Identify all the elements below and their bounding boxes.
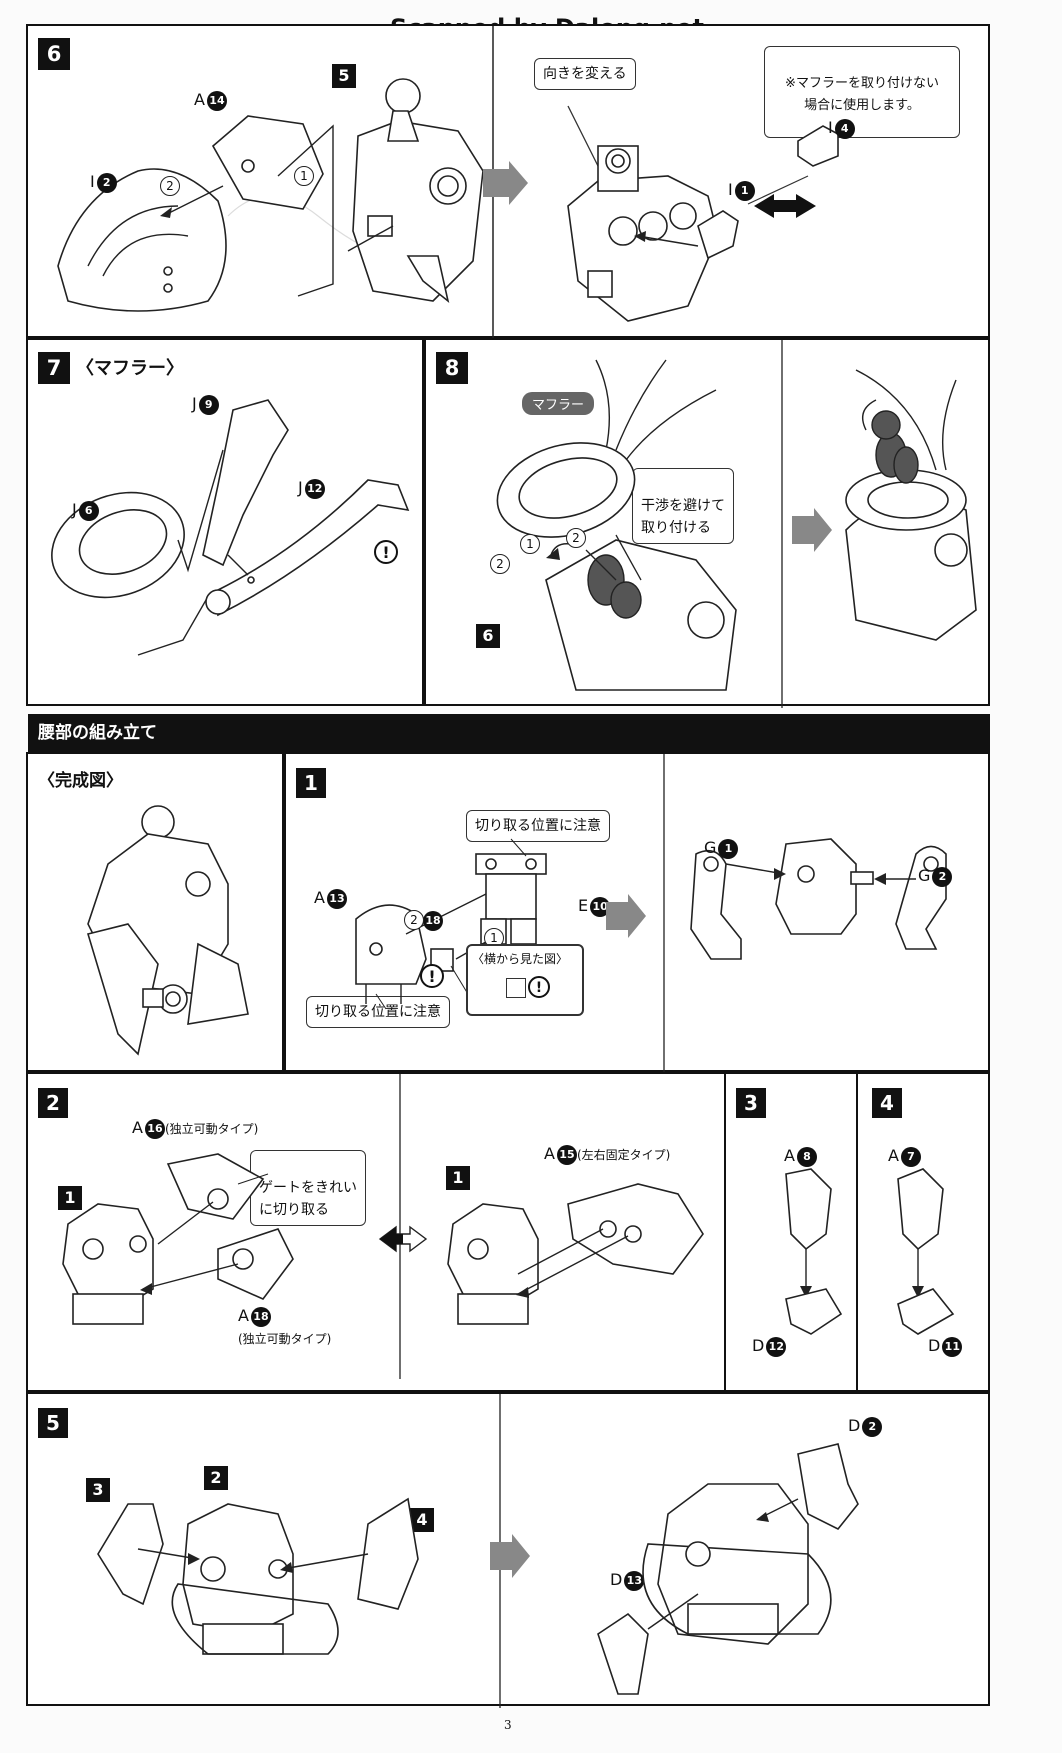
sequence-marker: 2 (566, 528, 586, 548)
swap-arrow-icon (378, 1225, 428, 1253)
step-number: 2 (38, 1088, 68, 1118)
waist-step1-divider (663, 754, 665, 1074)
step8-install-illustration (496, 359, 737, 691)
callout-cut-position-top: 切り取る位置に注意 (466, 810, 610, 842)
sequence-marker: 1 (484, 928, 504, 948)
step-number: 3 (736, 1088, 766, 1118)
step-number: 6 (38, 38, 70, 70)
callout-muffler-note: ※マフラーを取り付けない 場合に使用します。 (764, 46, 960, 138)
caution-icon: ! (528, 976, 550, 998)
step-number: 5 (38, 1408, 68, 1438)
step7-title: 〈マフラー〉 (76, 358, 184, 379)
flow-arrow-icon (606, 894, 646, 938)
sequence-marker: 2 (160, 176, 180, 196)
waist-step1-result-illustration (690, 838, 947, 960)
page-number: 3 (504, 1718, 512, 1732)
completed-view-label: 〈完成図〉 (38, 771, 123, 791)
waist-step5-result-illustration (597, 1443, 859, 1695)
sub-step-marker: 2 (204, 1466, 228, 1490)
caution-icon: ! (420, 964, 444, 988)
side-view-box: 〈横から見た図〉 ! (466, 944, 584, 1016)
sub-step-marker: 4 (410, 1508, 434, 1532)
step-number: 8 (436, 352, 468, 384)
flow-arrow-icon (483, 161, 528, 205)
sub-step-marker: 3 (86, 1478, 110, 1502)
side-view-part (506, 978, 526, 998)
caution-icon: ! (374, 540, 398, 564)
sequence-marker: 2 (404, 910, 424, 930)
step6-assembly-illustration (57, 78, 484, 312)
completed-view-panel: 〈完成図〉 (26, 752, 284, 1072)
waist-step1-panel: 1 切り取る位置に注意 切り取る位置に注意 A13 B18 E10 2 1 ! … (284, 752, 990, 1074)
step-number: 7 (38, 352, 70, 384)
step8-result-illustration (845, 369, 977, 641)
waist-step3-illustration (785, 1168, 843, 1335)
section-header-waist-assembly: 腰部の組み立て (28, 714, 990, 752)
step7-muffler-illustration (51, 399, 410, 656)
sequence-marker: 2 (490, 554, 510, 574)
muffler-tag: マフラー (522, 392, 595, 415)
sub-step-marker: 5 (332, 64, 356, 88)
part-note-a18: (独立可動タイプ) (238, 1332, 332, 1346)
waist-step5-assembly-illustration (97, 1497, 419, 1655)
callout-avoid-interference: 干渉を避けて 取り付ける (632, 468, 734, 544)
sub-step-marker: 1 (58, 1186, 82, 1210)
waist-step2-divider (399, 1074, 401, 1379)
callout-cut-position-bottom: 切り取る位置に注意 (306, 996, 450, 1028)
sequence-marker: 1 (520, 534, 540, 554)
step8-panel: 8 マフラー 干渉を避けて 取り付ける 1 2 2 6 (424, 338, 990, 708)
completed-waist-illustration (86, 805, 249, 1056)
waist-step2-independent-illustration (62, 1153, 294, 1325)
step-number: 1 (296, 768, 326, 798)
callout-change-direction: 向きを変える (534, 58, 636, 90)
step6-result-illustration (567, 105, 839, 322)
waist-step2-fixed-illustration (447, 1183, 704, 1325)
sequence-marker: 1 (294, 166, 314, 186)
callout-cut-gate: ゲートをきれい に切り取る (250, 1150, 366, 1226)
waist-step4-illustration (897, 1168, 955, 1335)
flow-arrow-icon (792, 508, 832, 552)
sub-step-marker: 6 (476, 624, 500, 648)
flow-arrow-icon (490, 1534, 530, 1578)
side-view-label: 〈横から見た図〉 (472, 952, 569, 966)
step8-divider (781, 340, 783, 708)
sub-step-marker: 1 (446, 1166, 470, 1190)
step-number: 4 (872, 1088, 902, 1118)
